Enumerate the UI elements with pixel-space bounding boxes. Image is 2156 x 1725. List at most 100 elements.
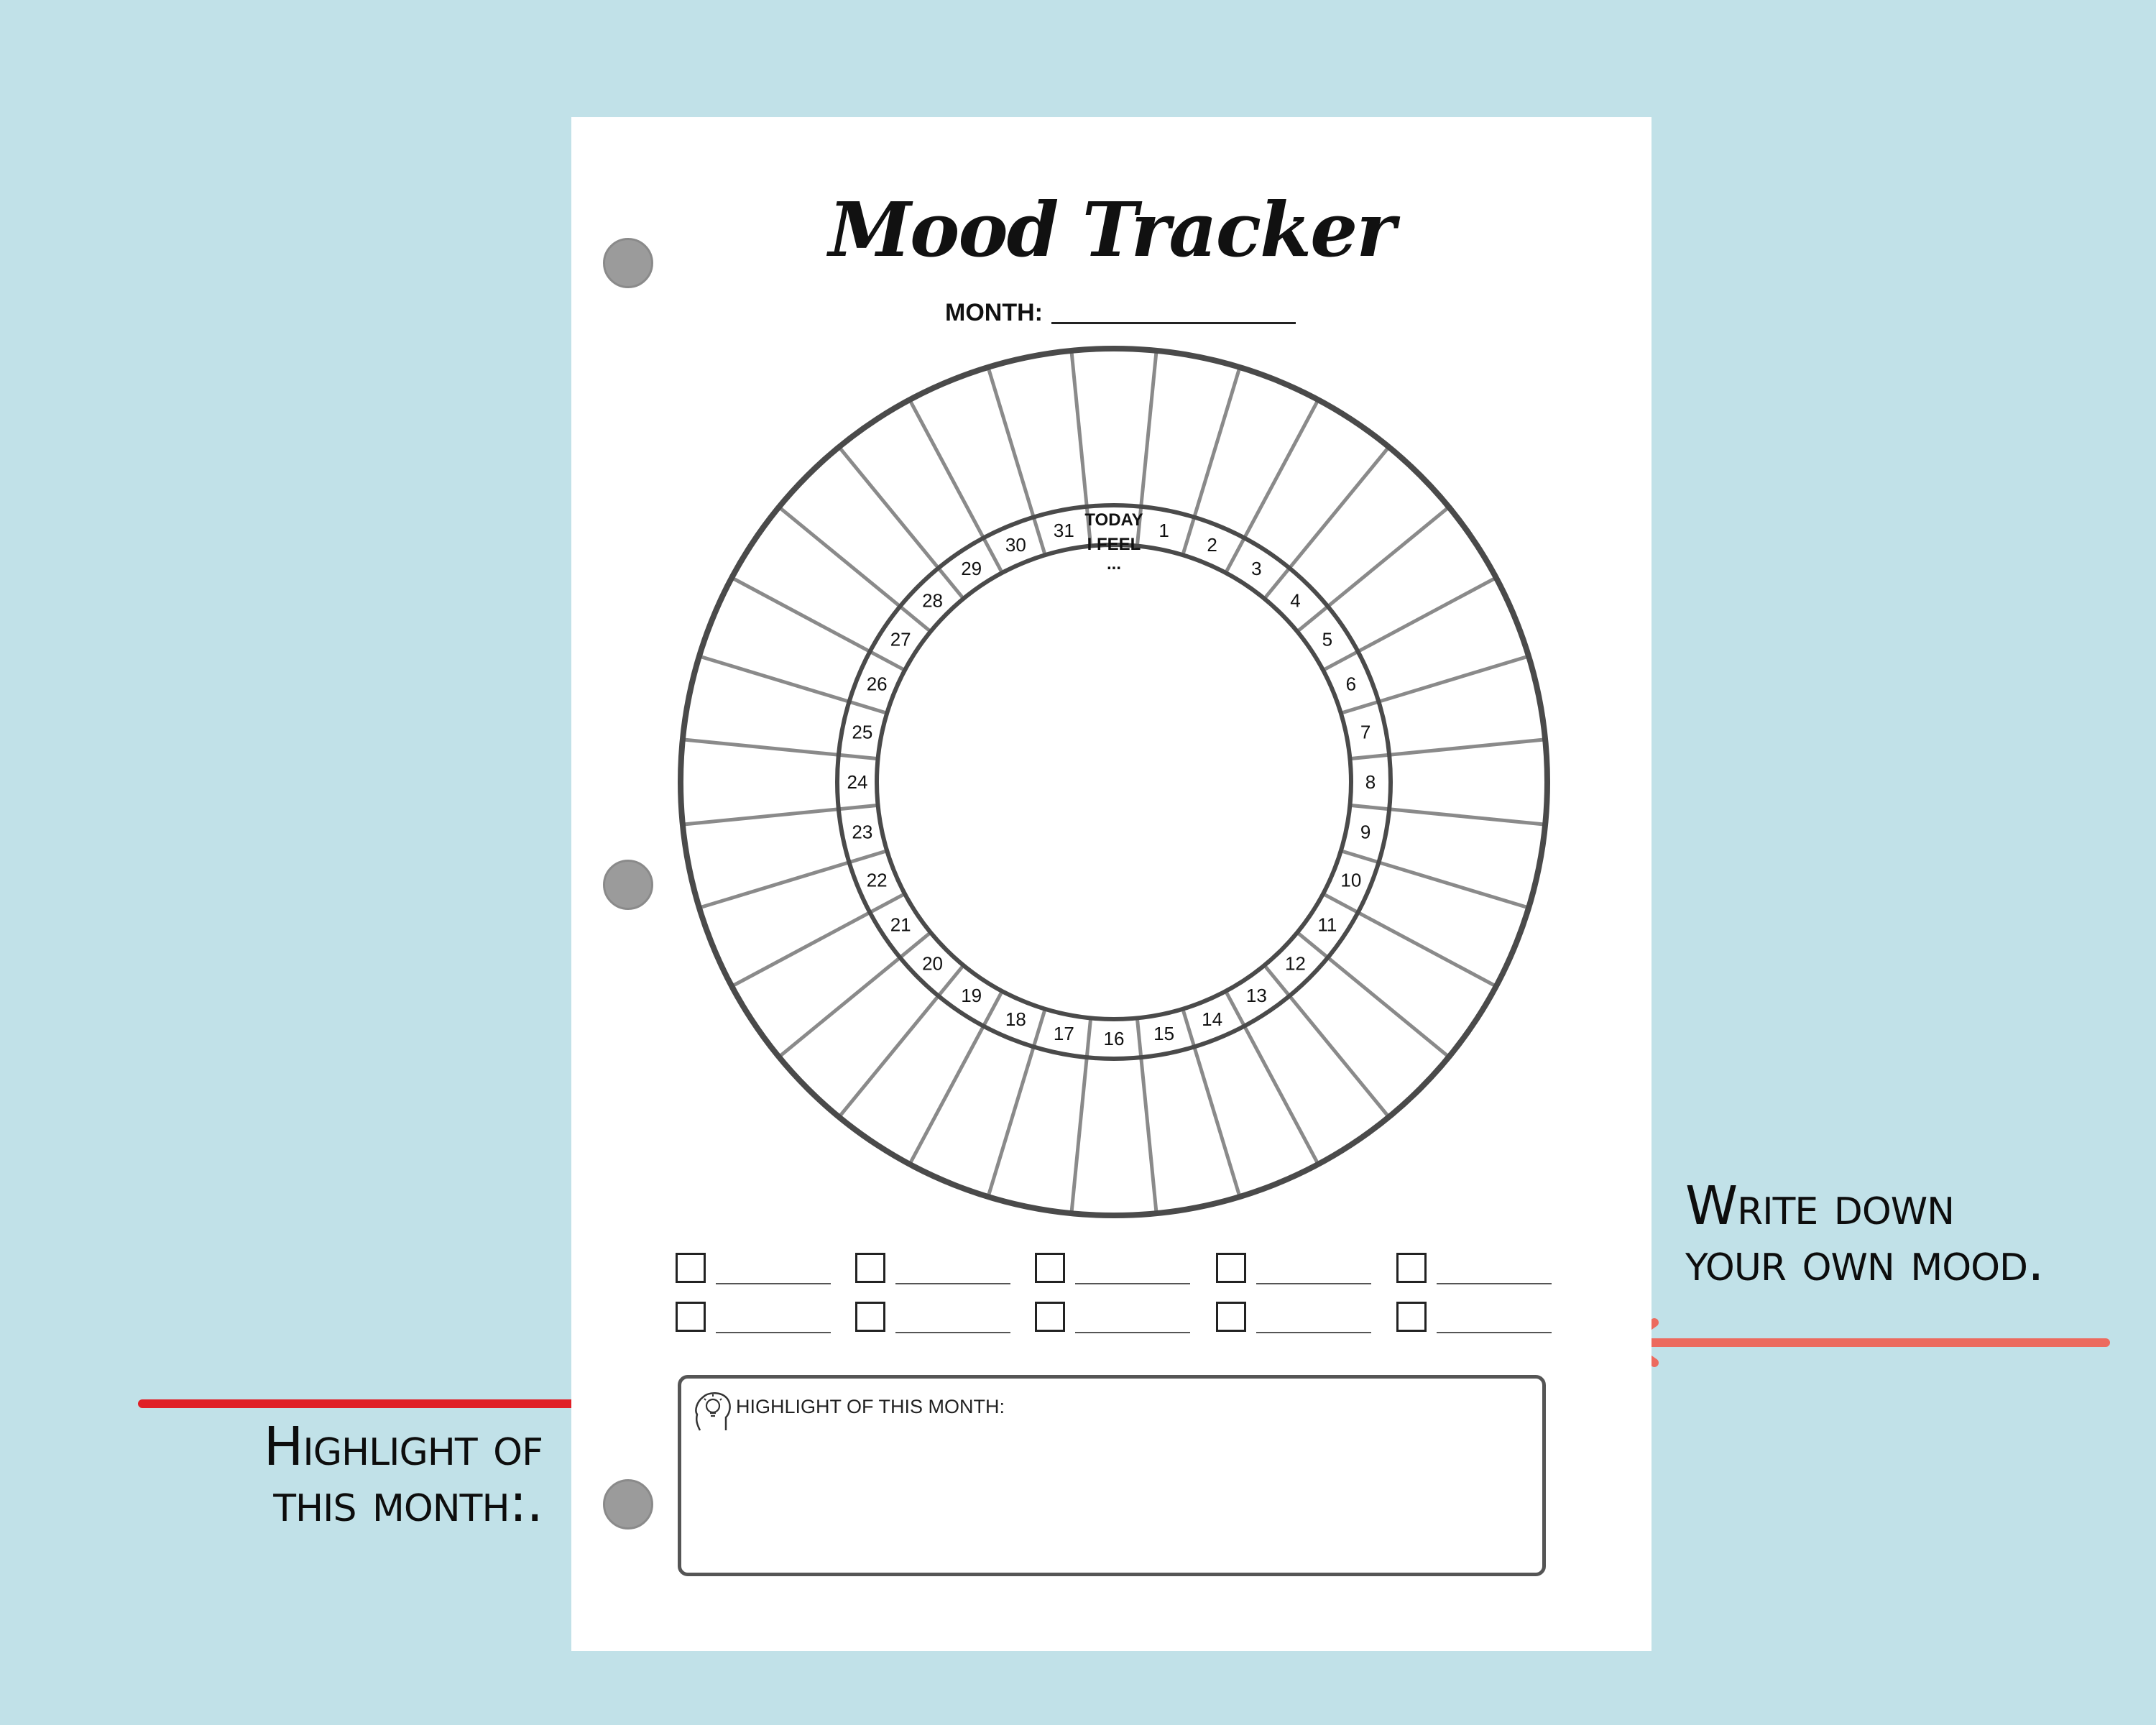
wheel-spoke [778,505,932,633]
day-ring-outer [835,503,1393,1061]
wheel-spoke [731,576,906,672]
day-ring-inner [875,543,1353,1021]
highlight-box[interactable]: HIGHLIGHT OF THIS MONTH: [678,1375,1546,1576]
right-arrow-icon [1621,1318,2110,1367]
day-number: 18 [1005,1008,1026,1030]
wheel-spoke [1322,892,1497,988]
mood-write-line[interactable] [1256,1332,1371,1333]
page-title: Mood Tracker [828,185,1396,274]
day-number: 29 [961,558,982,579]
wheel-spoke [1135,350,1158,546]
day-number: 3 [1251,558,1261,579]
wheel-spoke [699,654,888,715]
day-number: 13 [1246,985,1267,1006]
mood-cell[interactable] [683,740,837,824]
mood-color-checkbox[interactable] [676,1302,706,1332]
wheel-spoke [1069,1018,1093,1214]
highlight-label: HIGHLIGHT OF THIS MONTH: [736,1396,1005,1417]
mood-write-line[interactable] [1437,1332,1552,1333]
binder-hole [603,1479,653,1530]
month-label: MONTH: [945,299,1043,326]
mood-legend-item[interactable] [855,1302,1028,1339]
mood-cell[interactable] [1072,1059,1156,1213]
wheel-spoke [986,1008,1047,1197]
wheel-spoke [908,399,1004,574]
mood-color-checkbox[interactable] [1035,1253,1065,1283]
day-number: 6 [1346,673,1356,694]
day-number: 23 [852,822,872,843]
day-number: 8 [1365,771,1376,793]
mood-wheel: 1234567891011121314151617181920212223242… [678,346,1550,1218]
mood-legend-item[interactable] [1216,1253,1388,1290]
mood-color-checkbox[interactable] [1216,1253,1246,1283]
wheel-spoke [1224,399,1320,574]
mood-write-line[interactable] [716,1332,831,1333]
day-number: 27 [890,629,911,650]
mood-write-line[interactable] [895,1283,1010,1284]
wheel-spoke [837,964,965,1118]
mood-legend-item[interactable] [676,1253,848,1290]
mood-write-line[interactable] [1075,1283,1190,1284]
wheel-spoke [1263,446,1391,600]
note-line: Write down [1685,1175,1955,1237]
day-number: 12 [1285,952,1306,974]
wheel-spoke [1135,1018,1158,1214]
day-number: 20 [922,952,943,974]
mood-legend-item[interactable] [676,1302,848,1339]
day-number: 10 [1340,870,1361,891]
note-line: Highlight of [263,1416,543,1478]
mood-write-line[interactable] [716,1283,831,1284]
mood-legend-item[interactable] [1396,1253,1569,1290]
wheel-spoke [1181,1008,1242,1197]
wheel-spoke [1263,964,1391,1118]
mood-write-line[interactable] [895,1332,1010,1333]
day-number: 1 [1158,520,1169,541]
wheel-spoke [1322,576,1497,672]
today-label: TODAY [1084,510,1143,530]
mood-legend-item[interactable] [1396,1302,1569,1339]
mood-legend-item[interactable] [1216,1302,1388,1339]
day-number: 7 [1360,721,1370,742]
wheel-spoke [1181,367,1242,556]
wheel-spoke [1224,990,1320,1165]
day-number: 14 [1202,1008,1222,1030]
day-number: 22 [867,870,888,891]
lightbulb-head-icon [695,1392,731,1431]
wheel-spoke [699,849,888,910]
mood-color-checkbox[interactable] [1396,1302,1427,1332]
mood-color-checkbox[interactable] [1396,1253,1427,1283]
mood-write-line[interactable] [1256,1283,1371,1284]
day-number: 16 [1104,1028,1125,1049]
day-number: 28 [922,590,943,612]
mood-color-checkbox[interactable] [676,1253,706,1283]
mood-color-checkbox[interactable] [855,1302,885,1332]
binder-hole [603,860,653,910]
month-write-line[interactable] [1051,322,1296,324]
mood-legend-item[interactable] [1035,1302,1207,1339]
mood-color-checkbox[interactable] [855,1253,885,1283]
highlight-note: Highlight of this month:. [241,1416,543,1531]
mood-write-line[interactable] [1075,1332,1190,1333]
wheel-spoke [1350,803,1546,827]
wheel-spoke [1296,931,1450,1059]
wheel-spoke [908,990,1004,1165]
day-number: 30 [1005,534,1026,556]
day-number: 31 [1054,520,1074,541]
wheel-spoke [1340,849,1529,910]
day-number: 5 [1322,629,1332,650]
day-number: 26 [867,673,888,694]
day-number: 17 [1054,1023,1074,1044]
mood-color-checkbox[interactable] [1035,1302,1065,1332]
mood-legend-item[interactable] [1035,1253,1207,1290]
mood-color-checkbox[interactable] [1216,1302,1246,1332]
ellipsis-label: ... [1107,554,1121,574]
mood-legend-item[interactable] [855,1253,1028,1290]
mood-cell[interactable] [1391,740,1545,824]
left-arrow-icon [138,1380,628,1427]
day-number: 9 [1360,822,1370,843]
wheel-spoke [682,803,878,827]
binder-hole [603,238,653,288]
month-field[interactable]: MONTH: [945,291,1296,327]
mood-write-line[interactable] [1437,1283,1552,1284]
